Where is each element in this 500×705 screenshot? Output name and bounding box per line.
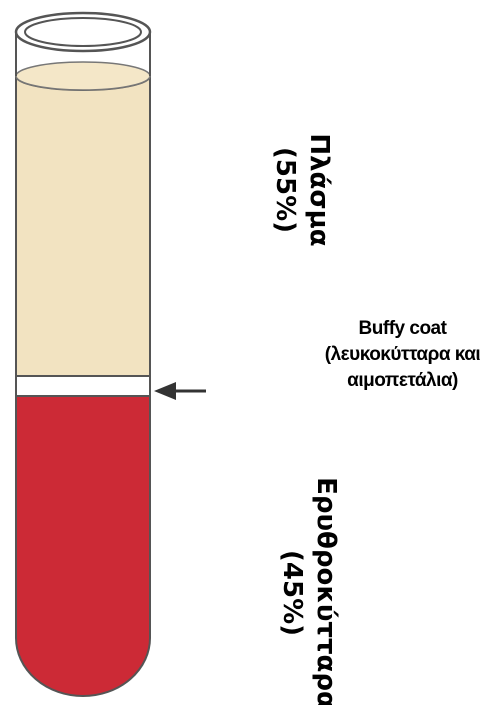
red-cells-name-text: Ερυθροκύτταρα [309, 448, 343, 705]
plasma-percent-text: (55%) [268, 100, 302, 280]
plasma-surface [16, 62, 150, 90]
red-cells-label: Ερυθροκύτταρα (45%) [267, 448, 343, 705]
buffy-coat-desc-line1: (λευκοκύτταρα και [300, 342, 500, 368]
plasma-label: Πλάσμα (55%) [260, 100, 336, 280]
buffy-coat-label: Buffy coat (λευκοκύτταρα και αιμοπετάλια… [300, 316, 500, 394]
buffy-coat-title: Buffy coat [300, 316, 500, 342]
plasma-name-text: Πλάσμα [302, 100, 336, 280]
red-cell-layer [16, 396, 150, 696]
buffy-coat-layer [16, 376, 150, 396]
red-cells-percent-text: (45%) [275, 448, 309, 705]
plasma-layer [16, 76, 150, 376]
buffy-coat-desc-line2: αιμοπετάλια) [300, 368, 500, 394]
buffy-coat-arrow [154, 382, 206, 400]
